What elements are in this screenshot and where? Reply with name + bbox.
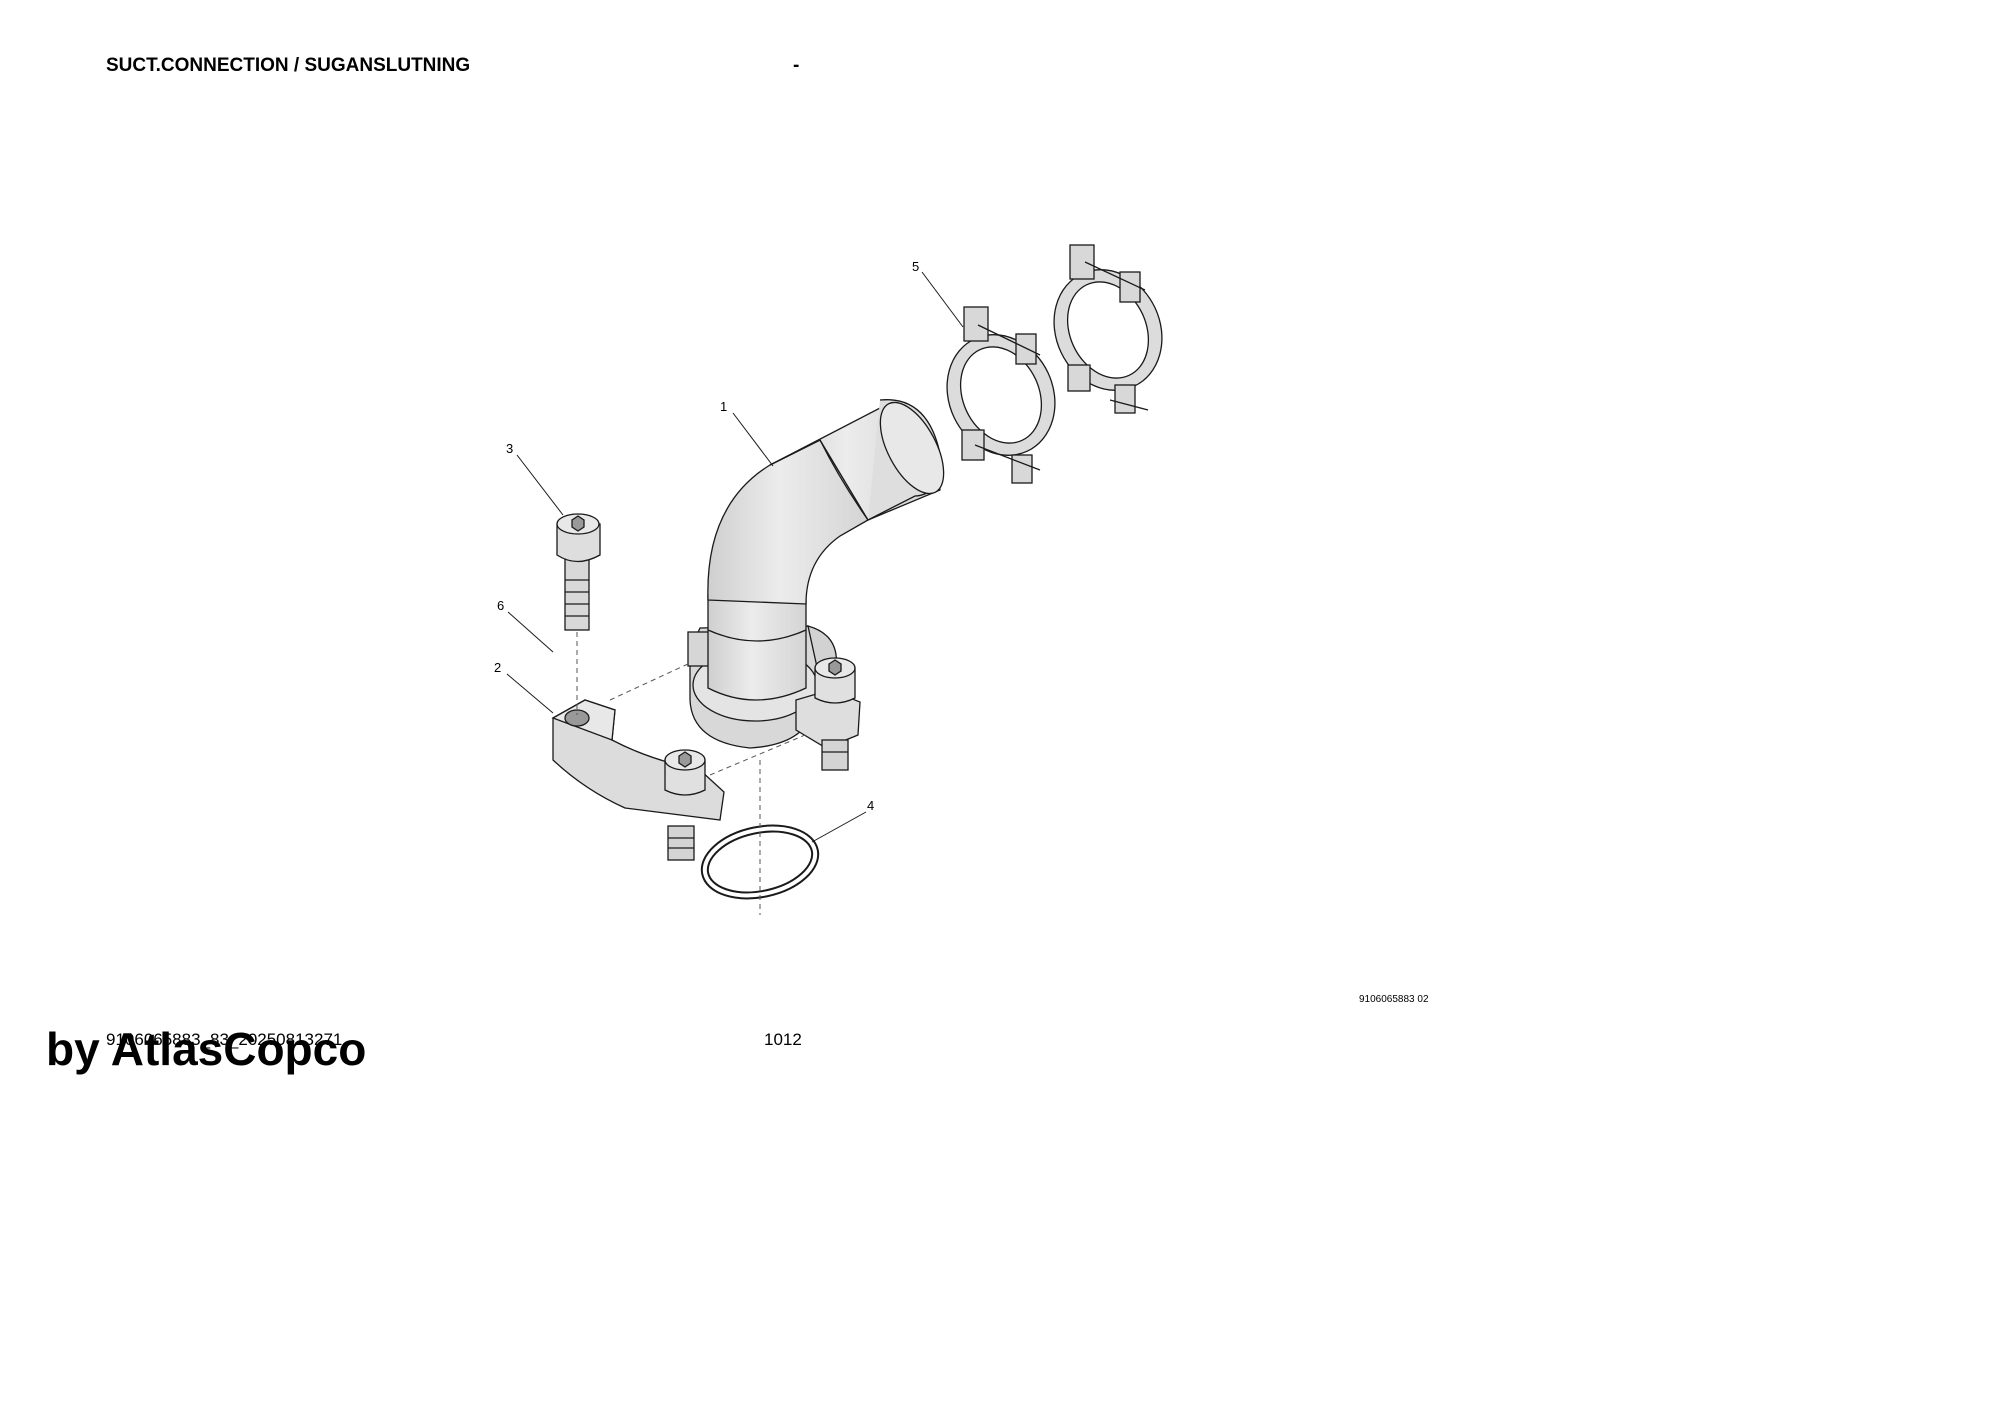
callout-4: 4 [867,798,874,813]
assembly-hidden-lines [576,632,806,915]
callout-leaders [506,271,964,843]
cap-screw-part-3 [556,513,601,631]
exploded-parts-diagram: 1 2 3 4 5 6 [494,244,1163,915]
o-ring-part-4 [700,824,820,900]
callout-3: 3 [506,441,513,456]
pipe-clamp-part-5 [946,306,1056,484]
callout-1: 1 [720,399,727,414]
title-separator: - [793,55,800,76]
callout-2: 2 [494,660,501,675]
pipe-clamp-second [1053,244,1163,414]
document-id: 9106065883_83_20250813271 [106,1030,343,1049]
page-title: SUCT.CONNECTION / SUGANSLUTNING [106,55,471,76]
atlascopco-watermark: by AtlasCopco [46,1023,367,1075]
half-flange-part-2 [551,657,861,861]
callout-6: 6 [497,598,504,613]
drawing-number: 9106065883 02 [1359,994,1429,1005]
elbow-pipe-part-1 [687,399,945,749]
page-number: 1012 [764,1030,802,1049]
callout-5: 5 [912,259,919,274]
